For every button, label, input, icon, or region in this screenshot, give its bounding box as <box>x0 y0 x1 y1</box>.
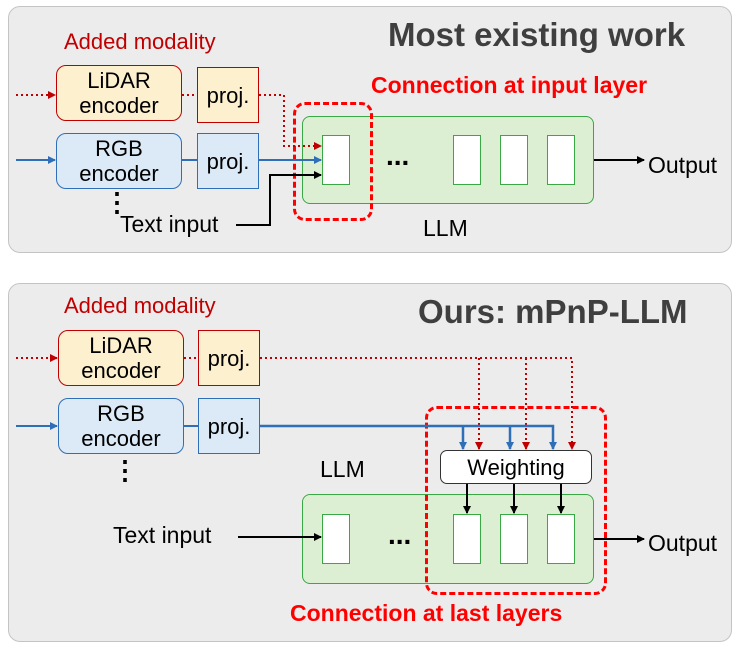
lidar-proj-to-llm-arrow <box>259 94 322 150</box>
panel-title: Most existing work <box>388 16 686 53</box>
llm-layer <box>453 514 481 564</box>
lidar-encoder-line1: LiDAR <box>89 333 153 358</box>
llm-label: LLM <box>320 456 365 482</box>
rgb-proj: proj. <box>198 398 260 454</box>
llm-layer <box>322 514 350 564</box>
rgb-encoder-line1: RGB <box>95 136 143 161</box>
rgb-proj-to-weighting-arrow <box>260 424 557 450</box>
layers-ellipsis: ... <box>386 140 410 171</box>
weighting-block: Weighting <box>440 450 592 484</box>
panel-title: Ours: mPnP-LLM <box>418 293 688 330</box>
llm-block <box>302 494 594 584</box>
lidar-proj-label: proj. <box>206 82 250 108</box>
llm-layer <box>547 514 575 564</box>
added-modality-label: Added modality <box>64 293 216 318</box>
lidar-proj: proj. <box>197 67 259 123</box>
rgb-proj: proj. <box>197 133 259 189</box>
rgb-encoder-line1: RGB <box>97 401 145 426</box>
rgb-encoder-line2: encoder <box>81 426 161 451</box>
connection-label: Connection at input layer <box>371 72 648 98</box>
lidar-encoder-line2: encoder <box>79 93 159 118</box>
rgb-proj-label: proj. <box>206 148 250 174</box>
llm-layer <box>547 135 575 185</box>
text-input-label: Text input <box>120 211 219 237</box>
vertical-ellipsis-text: ⋮ <box>112 455 138 485</box>
connection-highlight <box>293 102 373 221</box>
llm-layer <box>500 135 528 185</box>
llm-layer <box>500 514 528 564</box>
vertical-ellipsis-text: ⋮ <box>104 187 130 217</box>
weighting-label: Weighting <box>467 454 565 480</box>
llm-label: LLM <box>423 215 468 241</box>
rgb-proj-label: proj. <box>207 413 251 439</box>
added-modality-label: Added modality <box>64 29 216 54</box>
lidar-encoder-line1: LiDAR <box>87 68 151 93</box>
llm-layer <box>453 135 481 185</box>
output-label: Output <box>648 530 718 556</box>
lidar-proj-to-weighting-arrow <box>260 357 576 450</box>
lidar-proj-label: proj. <box>207 345 251 371</box>
layers-ellipsis: ... <box>388 519 412 550</box>
lidar-encoder-line2: encoder <box>81 358 161 383</box>
llm-block <box>302 116 594 204</box>
connection-label: Connection at last layers <box>290 600 563 626</box>
llm-layer <box>322 135 350 185</box>
connection-highlight <box>425 406 607 595</box>
rgb-encoder-line2: encoder <box>79 161 159 186</box>
lidar-proj: proj. <box>198 330 260 386</box>
vertical-ellipsis: ⋮ <box>104 189 130 215</box>
text-input-arrow <box>236 171 322 226</box>
text-input-label: Text input <box>113 522 212 548</box>
output-label: Output <box>648 152 718 178</box>
vertical-ellipsis: ⋮ <box>112 457 138 483</box>
